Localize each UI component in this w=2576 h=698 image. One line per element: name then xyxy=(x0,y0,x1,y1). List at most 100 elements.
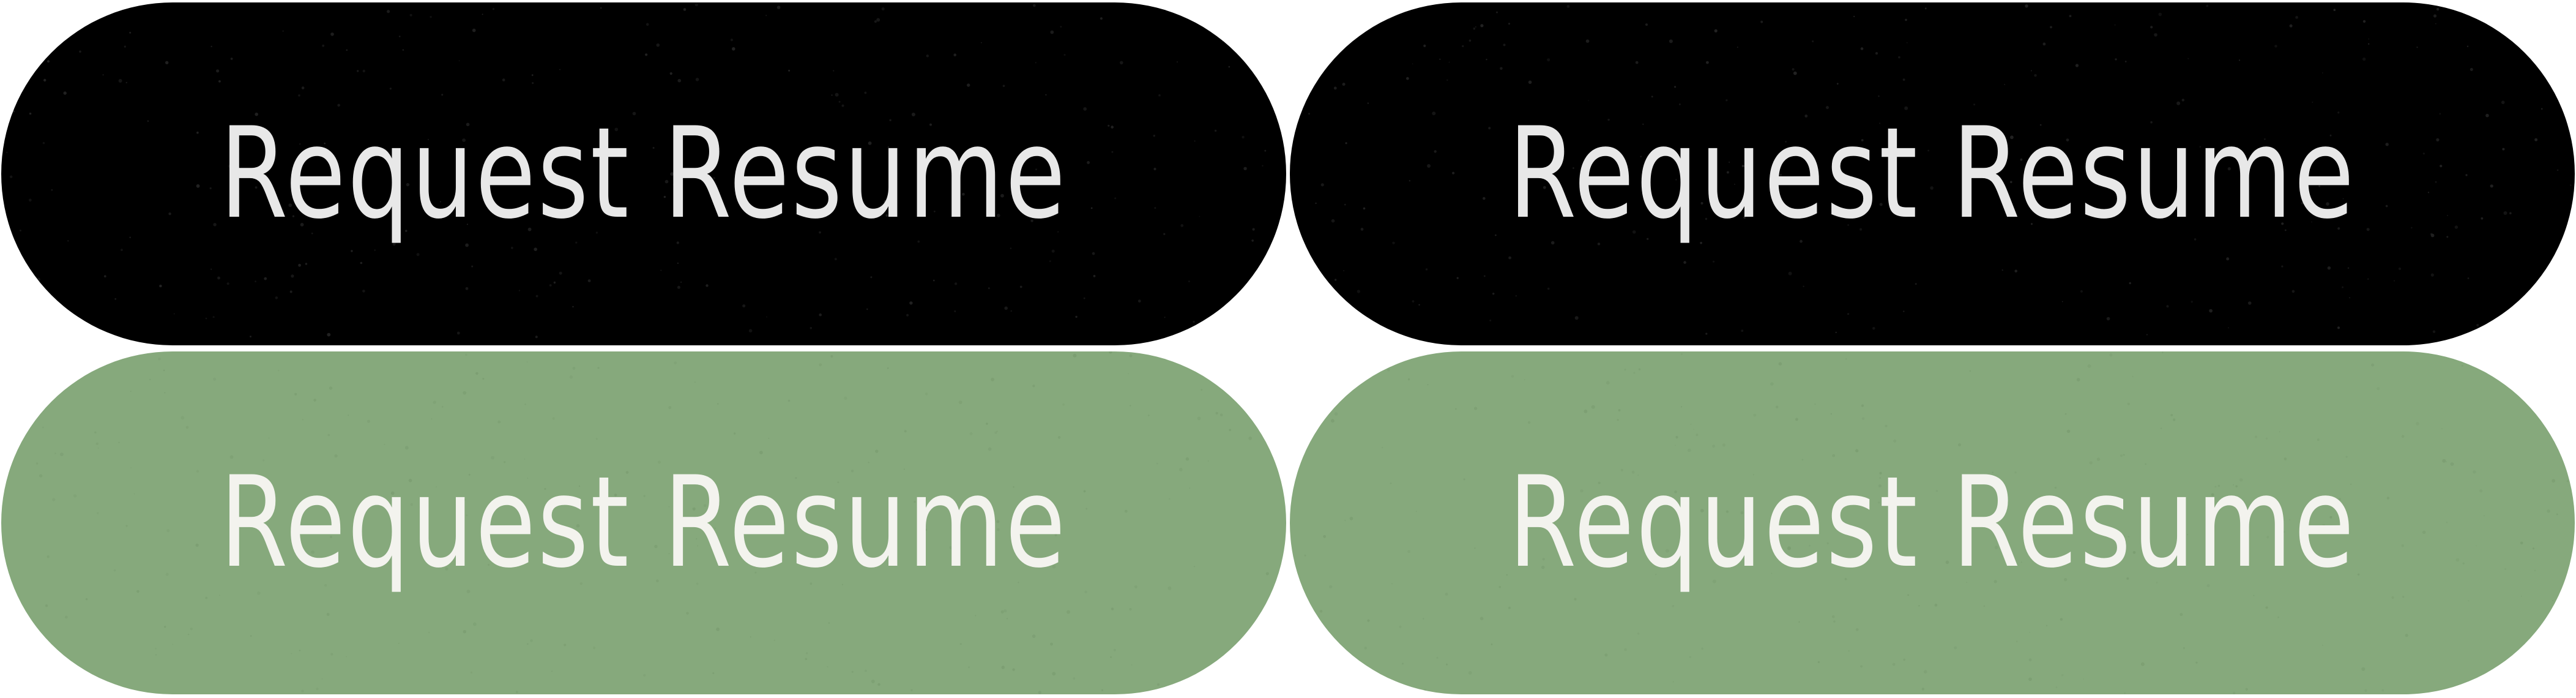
grain-speck xyxy=(181,416,185,420)
grain-speck xyxy=(2371,363,2375,367)
grain-speck xyxy=(166,529,170,533)
grain-speck xyxy=(165,572,169,576)
grain-speck xyxy=(1060,26,1062,28)
grain-speck xyxy=(835,92,839,97)
grain-speck xyxy=(2545,681,2548,683)
grain-speck xyxy=(532,82,534,84)
grain-speck xyxy=(102,74,104,76)
grain-speck xyxy=(1705,332,1708,335)
grain-speck xyxy=(1432,111,1436,116)
grain-speck xyxy=(1681,353,1683,355)
grain-speck xyxy=(559,69,560,70)
grain-speck xyxy=(1093,275,1096,277)
grain-speck xyxy=(730,39,733,42)
grain-speck xyxy=(346,656,347,658)
grain-speck xyxy=(2462,562,2465,565)
grain-speck xyxy=(282,30,284,32)
grain-speck xyxy=(1365,679,1367,681)
grain-speck xyxy=(2228,327,2229,329)
grain-speck xyxy=(865,669,867,672)
grain-speck xyxy=(1320,183,1324,187)
grain-speck xyxy=(2465,693,2467,694)
grain-speck xyxy=(1228,66,1230,68)
grain-speck xyxy=(2558,268,2562,272)
grain-speck xyxy=(2547,509,2550,513)
grain-speck xyxy=(1574,598,1577,601)
grain-speck xyxy=(1436,656,1439,659)
request-resume-button-green-2[interactable]: Request Resume xyxy=(1290,351,2575,694)
grain-speck xyxy=(1045,94,1047,96)
button-label: Request Resume xyxy=(1508,100,2356,247)
request-resume-button-dark-1[interactable]: Request Resume xyxy=(1,2,1286,345)
grain-speck xyxy=(695,78,699,81)
grain-speck xyxy=(22,51,26,54)
grain-speck xyxy=(2386,497,2389,500)
grain-speck xyxy=(1215,684,1218,686)
grain-speck xyxy=(14,668,17,670)
grain-speck xyxy=(1585,39,1590,43)
grain-speck xyxy=(9,175,13,179)
grain-speck xyxy=(595,438,598,440)
grain-speck xyxy=(1506,574,1508,576)
grain-speck xyxy=(2191,301,2193,303)
grain-speck xyxy=(559,271,562,275)
grain-speck xyxy=(1114,197,1117,200)
grain-speck xyxy=(2422,530,2426,535)
grain-speck xyxy=(416,253,420,257)
grain-speck xyxy=(2226,257,2230,261)
grain-speck xyxy=(1180,224,1184,227)
grain-speck xyxy=(954,282,958,285)
grain-speck xyxy=(497,420,501,424)
grain-speck xyxy=(967,83,970,87)
grain-speck xyxy=(60,452,64,456)
grain-speck xyxy=(482,378,485,380)
grain-speck xyxy=(465,353,467,356)
grain-speck xyxy=(1364,647,1367,650)
request-resume-button-dark-2[interactable]: Request Resume xyxy=(1290,2,2575,345)
grain-speck xyxy=(1713,260,1715,263)
grain-speck xyxy=(2481,217,2484,220)
grain-speck xyxy=(2385,205,2388,208)
grain-speck xyxy=(1131,664,1133,666)
grain-speck xyxy=(1344,519,1346,522)
grain-speck xyxy=(564,644,567,647)
grain-speck xyxy=(2455,558,2460,562)
grain-speck xyxy=(1439,58,1441,61)
grain-speck xyxy=(473,622,477,626)
grain-speck xyxy=(327,332,331,337)
grain-speck xyxy=(218,80,221,83)
grain-speck xyxy=(114,298,117,300)
grain-speck xyxy=(2473,470,2476,474)
grain-speck xyxy=(2430,233,2435,238)
grain-speck xyxy=(118,441,120,443)
grain-speck xyxy=(2366,228,2370,231)
grain-speck xyxy=(1831,615,1835,618)
grain-speck xyxy=(1885,424,1888,427)
grain-speck xyxy=(2016,640,2018,642)
grain-speck xyxy=(1389,689,1391,691)
grain-speck xyxy=(909,301,913,305)
grain-speck xyxy=(1452,171,1455,174)
grain-speck xyxy=(1853,15,1855,18)
grain-speck xyxy=(1000,610,1004,614)
grain-speck xyxy=(1134,585,1137,588)
grain-speck xyxy=(1300,279,1304,283)
grain-speck xyxy=(2436,138,2440,141)
grain-speck xyxy=(291,274,294,278)
request-resume-button-green-1[interactable]: Request Resume xyxy=(1,351,1286,694)
grain-speck xyxy=(1503,43,1506,47)
grain-speck xyxy=(133,493,135,495)
grain-speck xyxy=(1073,353,1077,358)
grain-speck xyxy=(572,367,576,370)
grain-speck xyxy=(1392,241,1395,244)
grain-speck xyxy=(1898,56,1900,59)
grain-speck xyxy=(1770,382,1774,386)
grain-speck xyxy=(2115,58,2117,61)
grain-speck xyxy=(2520,24,2522,25)
grain-speck xyxy=(1243,167,1247,170)
grain-speck xyxy=(819,363,822,367)
grain-speck xyxy=(1377,2,1379,4)
grain-speck xyxy=(1038,691,1041,694)
grain-speck xyxy=(1012,668,1015,671)
grain-speck xyxy=(1434,150,1437,153)
